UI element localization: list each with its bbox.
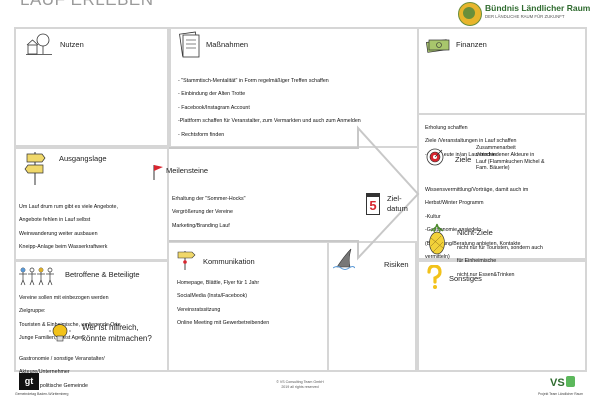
list-item: Homepage, Blättle, Flyer für 1 Jahr	[177, 279, 260, 286]
list-item: Zielgruppe:	[19, 308, 46, 315]
documents-icon	[178, 31, 202, 59]
list-item: Marketing/Branding Lauf	[172, 222, 230, 229]
list-item: Herbst/Winter Programm	[425, 200, 484, 207]
brand-name: Bündnis Ländlicher Raum	[485, 3, 591, 13]
nichtziele-heading: Nicht-Ziele	[457, 228, 493, 237]
helper-heading: Wer ist hilfreich, könnte mitmachen?	[82, 323, 152, 344]
list-item: SocialMedia (Insta/Facebook)	[177, 293, 248, 300]
list-item: Kneipp-Anlage beim Wasserkraftwerk	[19, 244, 108, 251]
calendar-number: 5	[369, 198, 377, 213]
vs-logo: VS	[550, 376, 575, 389]
list-item: Vereine sollen mit einbezogen werden	[19, 294, 109, 301]
brand-logo: Bündnis Ländlicher Raum DER LÄNDLICHE RA…	[458, 2, 598, 26]
question-mark-icon	[426, 265, 442, 291]
nutzen-heading: Nutzen	[60, 40, 84, 49]
page-title: LAUF ERLEBEN	[20, 0, 154, 10]
list-item: - Facebook/Instagram Account	[178, 104, 250, 111]
list-item: Angebote fehlen in Lauf selbst	[19, 217, 91, 224]
list-item: Akteure/Unternehmer	[19, 369, 70, 376]
list-item: Online Meeting mit Gewerbetreibenden	[177, 320, 270, 327]
list-item: -Gastronomie ansiedeln	[425, 227, 482, 234]
ziele-heading: Ziele	[455, 155, 472, 164]
vs-caption: Projekt Team Ländlicher Raum	[538, 392, 584, 396]
cell-betroffene	[14, 260, 169, 372]
tree-house-icon	[26, 33, 52, 55]
vs-logo-mark-icon	[565, 376, 575, 387]
ausgangslage-list: Um Lauf drum rum gibt es viele Angebote,…	[19, 197, 167, 258]
megaphone-signpost-icon	[176, 248, 196, 270]
risiken-heading: Risiken	[384, 260, 409, 269]
list-item: für Einheimische	[457, 258, 497, 265]
pineapple-icon	[427, 222, 447, 256]
gemeindetag-logo: gt	[19, 373, 39, 390]
list-item: Weinwanderung weiter ausbauen	[19, 230, 98, 237]
shark-fin-icon	[333, 247, 355, 271]
list-item: Um Lauf drum rum gibt es viele Angebote,	[19, 203, 118, 210]
betroffene-list: Vereine sollen mit einbezogen werden Zie…	[19, 288, 167, 349]
cell-sonstiges	[417, 260, 587, 372]
list-item: - Rechtsform finden	[178, 131, 225, 138]
list-item: vermitteln)	[425, 254, 450, 261]
kommunikation-list: Homepage, Blättle, Flyer für 1 Jahr Soci…	[177, 273, 327, 334]
list-item: (Begleitung/Beratung anbieten, Kontakte	[425, 240, 521, 247]
massnahmen-heading: Maßnahmen	[206, 40, 249, 49]
list-item: Erhaltung der "Sommer-Hocks"	[172, 195, 246, 202]
brand-tagline: DER LÄNDLICHE RAUM FÜR ZUKUNFT	[485, 14, 565, 19]
list-item: nicht nur für Touristen, sondern auch	[457, 244, 543, 251]
ziele-side-text: Zusammenarbeit verschiedener Akteure in …	[476, 145, 545, 172]
list-item: Gastronomie / sonstige Veranstalter/	[19, 355, 105, 362]
target-icon	[426, 148, 444, 166]
meilensteine-heading: Meilensteine	[166, 166, 209, 175]
flag-icon	[151, 164, 165, 180]
sonstiges-heading: Sonstiges	[449, 274, 482, 283]
list-item: -Kultur	[425, 213, 441, 220]
ziele-intro: Erholung schaffen Ziele /Veranstaltungen…	[425, 118, 585, 165]
ausgangslage-heading: Ausgangslage	[59, 154, 107, 163]
list-item: Vergrößerung der Vereine	[172, 209, 233, 216]
list-item: Vereine, politische Gemeinde	[19, 382, 88, 389]
list-item: Ziele /Veranstaltungen in Lauf schaffen	[425, 138, 517, 145]
calendar-icon: 5	[366, 193, 380, 215]
list-item: Junge Familien, "Best Ager"	[19, 335, 85, 342]
finanzen-heading: Finanzen	[456, 40, 487, 49]
zieldatum-heading: Ziel- datum	[387, 194, 408, 213]
list-item: -Plattform schaffen für Veranstalter, zu…	[178, 118, 361, 125]
list-item: - Einbindung der Alten Trotte	[178, 91, 246, 98]
kommunikation-heading: Kommunikation	[203, 257, 255, 266]
list-item: nicht nur Essen&Trinken	[457, 271, 515, 278]
cell-nutzen	[14, 27, 169, 147]
meilensteine-list: Erhaltung der "Sommer-Hocks" Vergrößerun…	[172, 189, 312, 236]
signpost-icon	[24, 150, 46, 186]
massnahmen-list: - "Stammtisch-Mentalität" in Form regelm…	[178, 71, 383, 145]
lightbulb-icon	[48, 323, 72, 343]
nichtziele-list: nicht nur für Touristen, sondern auch fü…	[457, 238, 587, 285]
brand-emblem-icon	[458, 2, 482, 26]
list-item: Erholung schaffen	[425, 124, 468, 131]
ziele-list: Wissensvermittlung/Vorträge, damit auch …	[425, 180, 585, 268]
list-item: Vereinsratssitzung	[177, 306, 221, 313]
list-item: - "Stammtisch-Mentalität" in Form regelm…	[178, 77, 329, 84]
list-item: Wissensvermittlung/Vorträge, damit auch …	[425, 186, 529, 193]
cell-ziele	[417, 113, 587, 260]
money-icon	[425, 37, 451, 53]
list-item: Touristen & Einheimische, umliegende Ort…	[19, 321, 123, 328]
copyright: © VS Consulting Team GmbH 2019 all right…	[276, 380, 324, 390]
gemeindetag-caption: Gemeindetag Baden-Württemberg	[15, 392, 69, 396]
betroffene-heading: Betroffene & Beteiligte	[65, 270, 140, 279]
people-group-icon	[19, 266, 59, 286]
helper-list: Gastronomie / sonstige Veranstalter/ Akt…	[19, 349, 167, 396]
